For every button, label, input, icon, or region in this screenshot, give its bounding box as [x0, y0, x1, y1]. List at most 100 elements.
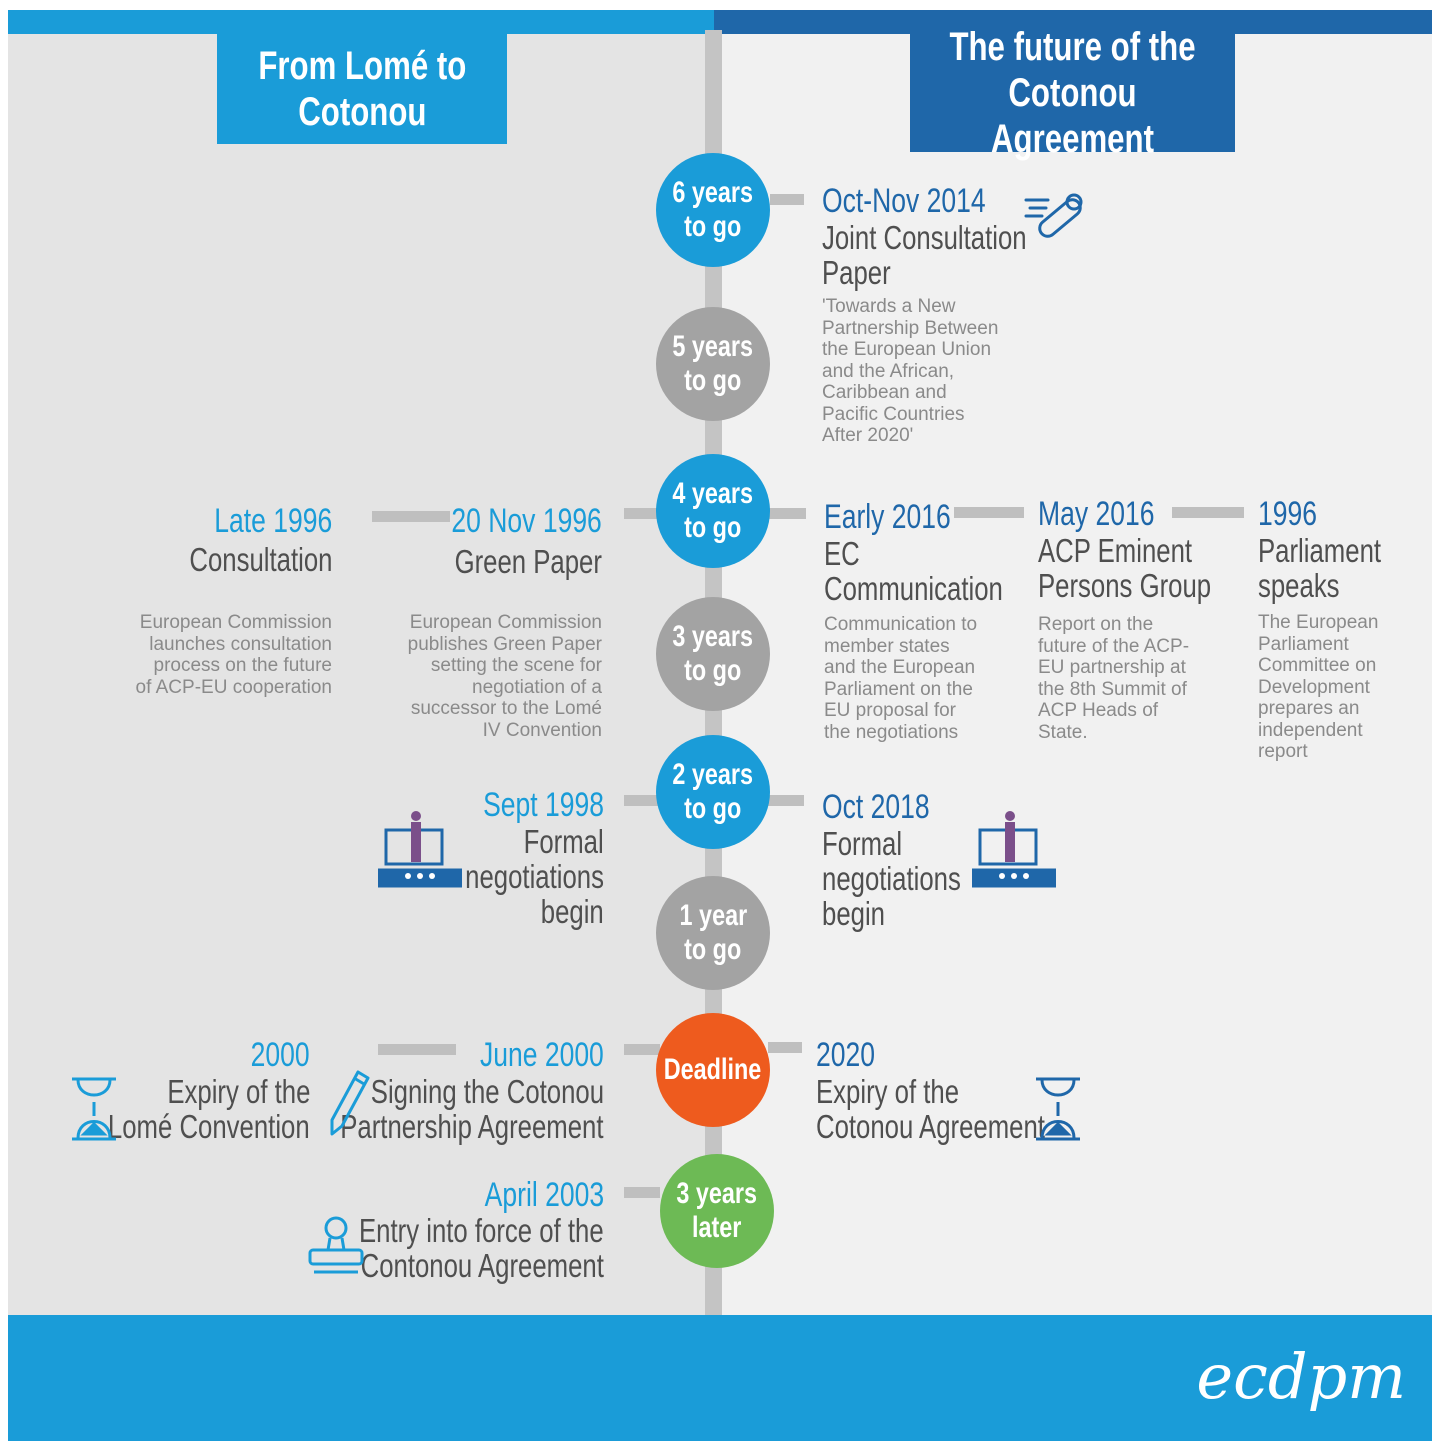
- milestone-label: 3 years: [676, 1177, 758, 1210]
- milestone-4-years: 4 years to go: [656, 454, 770, 568]
- connector: [624, 1044, 660, 1055]
- event-desc: the negotiations: [824, 721, 959, 743]
- event-desc: EU partnership at: [1038, 657, 1186, 678]
- milestone-3-years: 3 years to go: [656, 597, 770, 711]
- event-2020: 2020 Expiry of the Cotonou Agreement: [816, 1036, 1110, 1144]
- event-title: Expiry of the: [816, 1073, 960, 1110]
- event-title: Formal: [523, 823, 604, 860]
- event-date: 2020: [816, 1036, 875, 1074]
- event-desc: Caribbean and: [822, 382, 947, 403]
- event-desc: European Commission: [139, 612, 332, 633]
- event-desc: launches consultation: [149, 633, 332, 655]
- event-desc: prepares an: [1258, 698, 1360, 719]
- event-date: 20 Nov 1996: [451, 502, 602, 540]
- event-date: June 2000: [480, 1036, 604, 1074]
- connector: [768, 508, 806, 519]
- connector: [768, 795, 804, 806]
- left-header-line-1: From Lomé to: [257, 44, 466, 88]
- event-may-2016: May 2016 ACP Eminent Persons Group Repor…: [1038, 495, 1260, 743]
- event-date: Early 2016: [824, 498, 951, 536]
- event-desc: IV Convention: [482, 719, 602, 741]
- event-title: speaks: [1258, 567, 1340, 604]
- connector: [624, 795, 660, 806]
- event-desc: Parliament: [1258, 633, 1349, 655]
- left-header-line-2: Cotonou: [297, 90, 427, 134]
- left-header: From Lomé to Cotonou: [217, 34, 507, 144]
- event-title: begin: [822, 895, 885, 932]
- event-desc: publishes Green Paper: [407, 633, 602, 655]
- event-desc: Pacific Countries: [822, 403, 965, 425]
- event-title: Expiry of the: [166, 1073, 310, 1110]
- event-title: Entry into force of the: [359, 1212, 604, 1249]
- connector: [1172, 507, 1244, 518]
- milestone-label: 4 years: [672, 477, 754, 510]
- event-early-2016: Early 2016 EC Communication Communicatio…: [824, 498, 1053, 743]
- event-date: May 2016: [1038, 495, 1155, 533]
- event-desc: EU proposal for: [824, 700, 957, 721]
- event-title: Persons Group: [1038, 567, 1212, 604]
- connector: [372, 511, 450, 522]
- milestone-label: 5 years: [672, 330, 754, 363]
- milestone-sublabel: to go: [684, 511, 742, 544]
- event-title: negotiations: [465, 858, 604, 895]
- event-title: Consultation: [188, 541, 332, 578]
- event-1996-parliament: 1996 Parliament speaks The European Parl…: [1258, 495, 1416, 763]
- top-bar-right: [714, 10, 1432, 34]
- event-desc: Committee on: [1258, 655, 1377, 676]
- connector: [770, 194, 804, 205]
- milestone-label: Deadline: [664, 1053, 762, 1086]
- milestone-6-years: 6 years to go: [656, 153, 770, 267]
- milestone-sublabel: later: [692, 1211, 742, 1244]
- podium-speaker-icon: [378, 810, 462, 890]
- milestone-label: 3 years: [672, 620, 754, 653]
- event-title: Joint Consultation: [822, 219, 1027, 256]
- milestone-sublabel: to go: [684, 792, 742, 825]
- event-title: Contonou Agreement: [360, 1247, 604, 1284]
- event-desc: State.: [1038, 721, 1088, 743]
- connector: [624, 1187, 660, 1198]
- event-desc: After 2020': [822, 425, 914, 446]
- event-desc: setting the scene for: [430, 655, 602, 676]
- event-date: Oct-Nov 2014: [822, 182, 986, 220]
- event-desc: Report on the: [1038, 614, 1154, 635]
- event-date: April 2003: [484, 1176, 604, 1214]
- milestone-5-years: 5 years to go: [656, 307, 770, 421]
- milestone-label: 6 years: [672, 176, 754, 209]
- event-desc: negotiation of a: [472, 676, 602, 698]
- event-desc: 'Towards a New: [822, 296, 956, 317]
- event-title: Formal: [822, 825, 903, 862]
- event-desc: Parliament on the: [824, 678, 973, 700]
- event-title: begin: [541, 893, 604, 930]
- connector: [768, 1042, 802, 1053]
- stamp-icon: [306, 1214, 366, 1276]
- event-title: Green Paper: [454, 543, 602, 580]
- milestone-sublabel: to go: [684, 654, 742, 687]
- right-header-line-2: Cotonou Agreement: [991, 71, 1154, 161]
- event-desc: and the European: [824, 657, 976, 678]
- hourglass-icon: [70, 1076, 118, 1142]
- milestone-2-years: 2 years to go: [656, 735, 770, 849]
- event-title: EC: [824, 535, 860, 572]
- event-desc: European Commission: [409, 612, 602, 633]
- connector: [378, 1044, 456, 1055]
- event-desc: member states: [824, 635, 950, 657]
- right-header: The future of the Cotonou Agreement: [910, 25, 1235, 161]
- milestone-3-years-later: 3 years later: [660, 1154, 774, 1268]
- right-panel: [714, 10, 1432, 1315]
- event-desc: Development: [1258, 676, 1370, 698]
- event-desc: of ACP-EU cooperation: [135, 676, 332, 698]
- event-desc: the European Union: [822, 339, 992, 360]
- hourglass-icon: [1034, 1076, 1082, 1142]
- ecdpm-logo: ecdpm: [1196, 1340, 1406, 1413]
- event-desc: and the African,: [822, 360, 955, 382]
- event-title: Paper: [822, 254, 891, 291]
- event-desc: Partnership Between: [822, 317, 999, 339]
- right-header-line-1: The future of the: [949, 25, 1196, 69]
- pen-icon: [328, 1068, 370, 1138]
- event-date: Late 1996: [214, 502, 332, 540]
- milestone-label: 2 years: [672, 758, 754, 791]
- event-desc: report: [1258, 741, 1308, 762]
- document-roll-icon: [1022, 188, 1088, 250]
- event-title: Partnership Agreement: [340, 1108, 604, 1145]
- event-title: Communication: [824, 570, 1003, 607]
